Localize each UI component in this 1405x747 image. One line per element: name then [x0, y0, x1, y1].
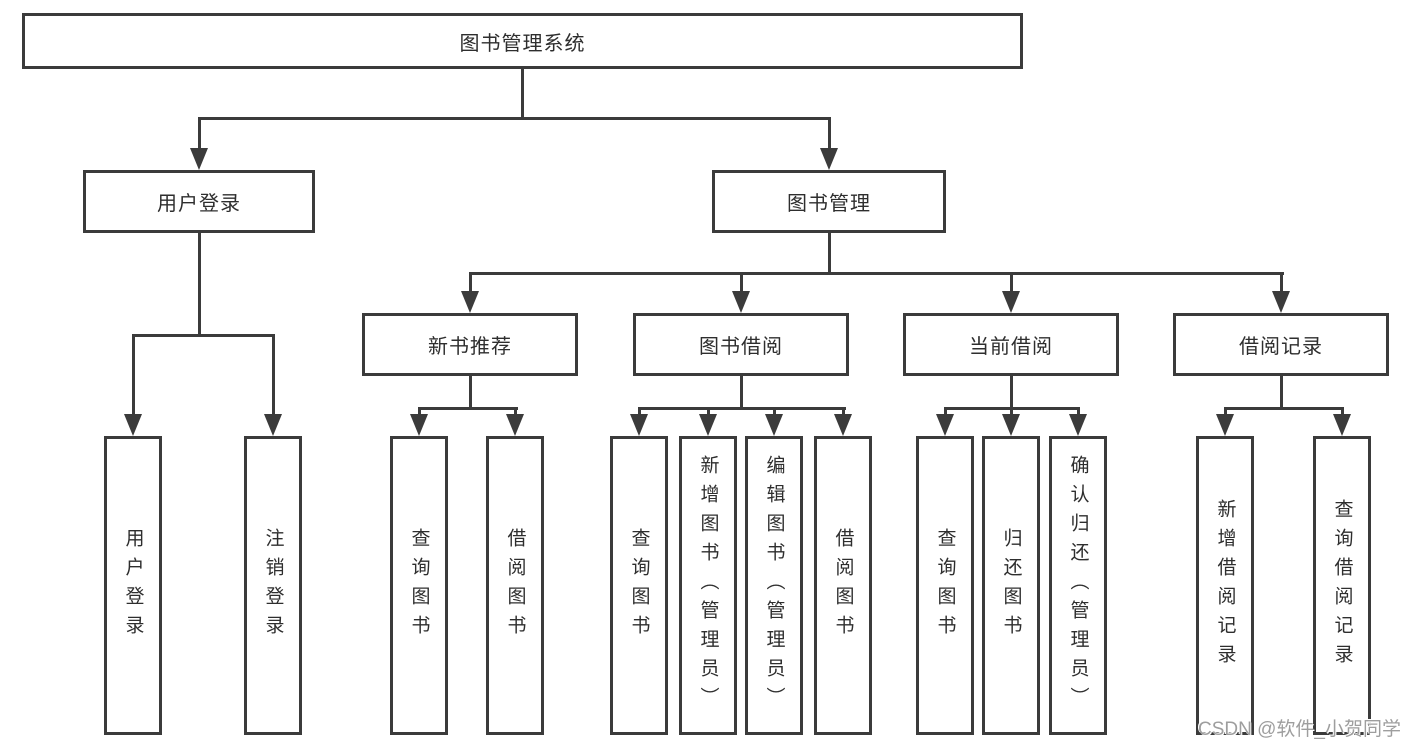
- leaf-current-return-books: 归还图书: [982, 436, 1040, 735]
- leaf-newbook-query-books: 查询图书: [390, 436, 448, 735]
- node-root: 图书管理系统: [22, 13, 1023, 69]
- leaf-borrow-query-books: 查询图书: [610, 436, 668, 735]
- connector-line: [198, 117, 831, 120]
- connector-line: [198, 117, 201, 150]
- leaf-borrow-borrow-books-label: 借阅图书: [832, 527, 854, 644]
- connector-line: [944, 407, 947, 416]
- connector-line: [469, 272, 472, 293]
- connector-line: [132, 334, 275, 337]
- connector-line: [1077, 407, 1080, 416]
- connector-line: [740, 272, 743, 293]
- leaf-records-add-record: 新增借阅记录: [1196, 436, 1254, 735]
- connector-line: [418, 407, 421, 416]
- leaf-borrow-add-books: 新增图书（管理员）: [679, 436, 737, 735]
- connector-line: [521, 68, 524, 118]
- connector-line: [1280, 376, 1283, 409]
- node-user-login-label: 用户登录: [157, 193, 241, 215]
- leaf-borrow-add-books-label: 新增图书（管理员）: [697, 455, 719, 716]
- leaf-borrow-query-books-label: 查询图书: [628, 527, 650, 644]
- connector-line: [1010, 376, 1013, 409]
- connector-line: [1280, 272, 1283, 293]
- leaf-current-query-books-label: 查询图书: [934, 527, 956, 644]
- connector-line: [469, 376, 472, 409]
- connector-line: [1224, 407, 1344, 410]
- arrowhead-down-icon: [1002, 414, 1020, 436]
- arrowhead-down-icon: [699, 414, 717, 436]
- leaf-records-query-record-label: 查询借阅记录: [1331, 498, 1353, 673]
- arrowhead-down-icon: [732, 291, 750, 313]
- node-borrow-records-label: 借阅记录: [1239, 336, 1323, 358]
- node-new-book-recommend-label: 新书推荐: [428, 336, 512, 358]
- leaf-user-login-label: 用户登录: [122, 527, 144, 644]
- node-new-book-recommend: 新书推荐: [362, 313, 578, 376]
- arrowhead-down-icon: [630, 414, 648, 436]
- arrowhead-down-icon: [461, 291, 479, 313]
- leaf-newbook-query-books-label: 查询图书: [408, 527, 430, 644]
- leaf-borrow-edit-books-label: 编辑图书（管理员）: [763, 455, 785, 716]
- node-borrow-records: 借阅记录: [1173, 313, 1389, 376]
- node-book-borrow: 图书借阅: [633, 313, 849, 376]
- arrowhead-down-icon: [1272, 291, 1290, 313]
- arrowhead-down-icon: [765, 414, 783, 436]
- leaf-current-confirm-return: 确认归还（管理员）: [1049, 436, 1107, 735]
- arrowhead-down-icon: [936, 414, 954, 436]
- connector-line: [1224, 407, 1227, 416]
- connector-line: [198, 233, 201, 335]
- node-user-login: 用户登录: [83, 170, 315, 233]
- node-book-management: 图书管理: [712, 170, 946, 233]
- node-current-borrow-label: 当前借阅: [969, 336, 1053, 358]
- connector-line: [828, 117, 831, 150]
- leaf-current-confirm-return-label: 确认归还（管理员）: [1067, 455, 1089, 716]
- node-root-label: 图书管理系统: [459, 32, 586, 55]
- connector-line: [469, 272, 1284, 275]
- arrowhead-down-icon: [506, 414, 524, 436]
- leaf-newbook-borrow-books: 借阅图书: [486, 436, 544, 735]
- leaf-user-login: 用户登录: [104, 436, 162, 735]
- connector-line: [1010, 272, 1013, 293]
- leaf-records-add-record-label: 新增借阅记录: [1214, 498, 1236, 673]
- leaf-records-query-record: 查询借阅记录: [1313, 436, 1371, 735]
- connector-line: [418, 407, 518, 410]
- leaf-current-return-books-label: 归还图书: [1000, 527, 1022, 644]
- arrowhead-down-icon: [124, 414, 142, 436]
- connector-line: [514, 407, 517, 416]
- connector-line: [638, 407, 641, 416]
- leaf-borrow-edit-books: 编辑图书（管理员）: [745, 436, 803, 735]
- arrowhead-down-icon: [410, 414, 428, 436]
- node-current-borrow: 当前借阅: [903, 313, 1119, 376]
- arrowhead-down-icon: [834, 414, 852, 436]
- leaf-logout: 注销登录: [244, 436, 302, 735]
- connector-line: [272, 334, 275, 416]
- arrowhead-down-icon: [264, 414, 282, 436]
- arrowhead-down-icon: [1002, 291, 1020, 313]
- arrowhead-down-icon: [1333, 414, 1351, 436]
- connector-line: [1010, 407, 1013, 416]
- arrowhead-down-icon: [1069, 414, 1087, 436]
- node-book-management-label: 图书管理: [787, 193, 871, 215]
- arrowhead-down-icon: [1216, 414, 1234, 436]
- leaf-newbook-borrow-books-label: 借阅图书: [504, 527, 526, 644]
- connector-line: [740, 376, 743, 409]
- csdn-watermark: CSDN @软件_小贺同学: [1198, 719, 1401, 740]
- leaf-current-query-books: 查询图书: [916, 436, 974, 735]
- node-book-borrow-label: 图书借阅: [699, 336, 783, 358]
- connector-line: [638, 407, 846, 410]
- connector-line: [842, 407, 845, 416]
- connector-line: [132, 334, 135, 416]
- connector-line: [773, 407, 776, 416]
- leaf-borrow-borrow-books: 借阅图书: [814, 436, 872, 735]
- connector-line: [707, 407, 710, 416]
- leaf-logout-label: 注销登录: [262, 527, 284, 644]
- arrowhead-down-icon: [190, 148, 208, 170]
- connector-line: [1341, 407, 1344, 416]
- connector-line: [828, 233, 831, 274]
- arrowhead-down-icon: [820, 148, 838, 170]
